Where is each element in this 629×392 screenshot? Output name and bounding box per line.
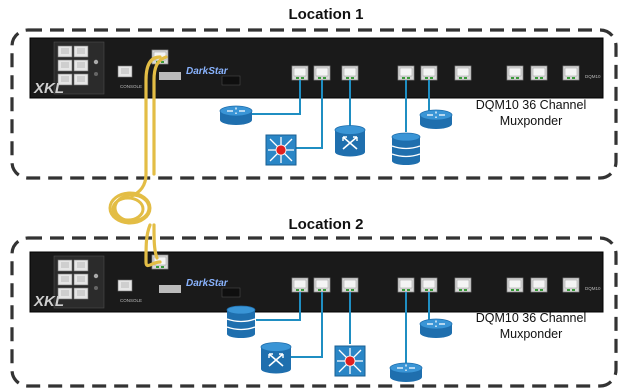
location-2-cables	[256, 292, 436, 365]
console-label: CONSOLE	[120, 298, 142, 303]
small-text-1: DQM10	[585, 74, 601, 79]
brand-logo-1: XKL	[33, 80, 64, 97]
location-2-devices	[226, 305, 453, 383]
location-1-device-label: DQM10 36 Channel Muxponder	[456, 97, 606, 129]
device-label-line2: Muxponder	[499, 114, 563, 128]
brand-logo-2: XKL	[33, 293, 64, 310]
device-label-line1: DQM10 36 Channel	[475, 311, 587, 325]
device-label-line1: DQM10 36 Channel	[475, 98, 587, 112]
crossover-switch-icon	[260, 341, 292, 375]
product-logo-1: DarkStar	[186, 66, 229, 77]
database-icon	[226, 305, 256, 339]
location-2-boundary	[10, 236, 618, 388]
product-logo-2: DarkStar	[186, 278, 229, 289]
router-icon	[419, 109, 453, 130]
chassis-location-1: CONSOLE XKL DarkStar DQM10	[29, 37, 604, 99]
fiber-spool-icon	[108, 191, 152, 225]
location-2-device-label: DQM10 36 Channel Muxponder	[456, 310, 606, 342]
chassis-location-2: CONSOLE XKL DarkStar DQM10	[29, 251, 604, 313]
location-2-title: Location 2	[288, 216, 364, 233]
router-icon	[419, 318, 453, 339]
router-icon	[389, 362, 423, 383]
location-1-boundary	[10, 28, 618, 180]
location-1-cables	[240, 80, 436, 149]
location-1-title: Location 1	[288, 6, 364, 23]
fiber-link	[130, 55, 168, 268]
router-icon	[219, 105, 253, 126]
switch-icon	[334, 345, 366, 377]
small-text-2: DQM10	[585, 286, 601, 291]
console-label: CONSOLE	[120, 84, 142, 89]
database-icon	[391, 132, 421, 166]
crossover-switch-icon	[334, 124, 366, 158]
device-label-line2: Muxponder	[499, 327, 563, 341]
switch-icon	[265, 134, 297, 166]
